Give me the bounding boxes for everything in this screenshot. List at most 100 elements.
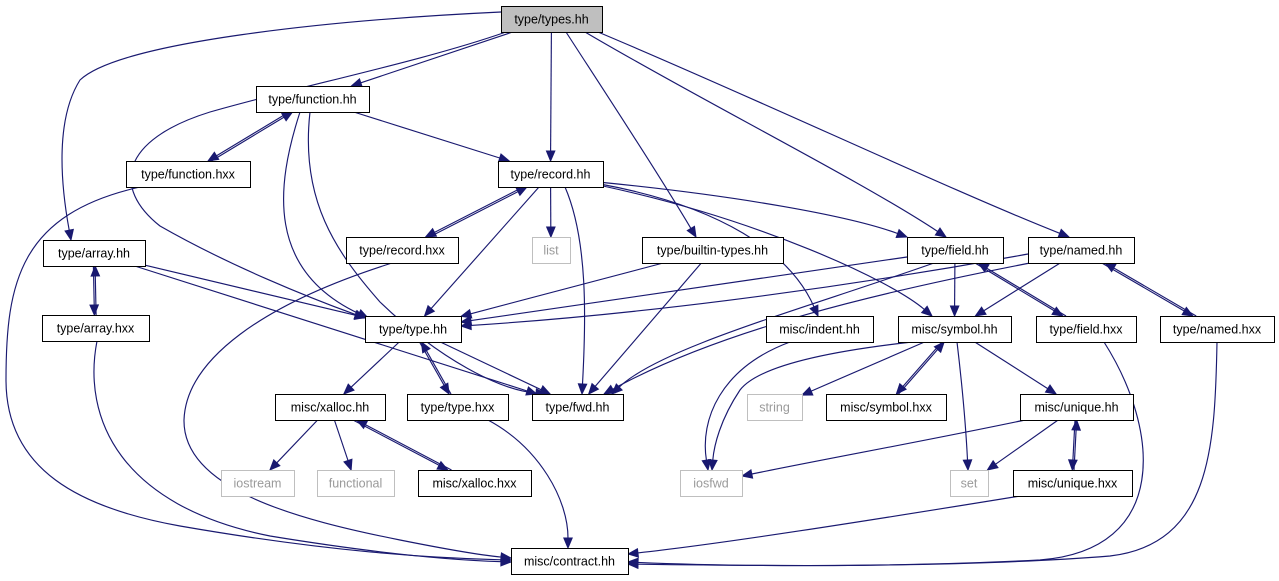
edge-type_hh-to-xalloc_hh xyxy=(342,341,400,395)
node-box xyxy=(365,316,462,343)
edge-unique_hh-to-iosfwd xyxy=(740,419,1026,479)
edge-arrowhead xyxy=(89,304,100,317)
node-label: string xyxy=(759,401,790,415)
edge-line xyxy=(276,419,319,464)
edge-line xyxy=(470,256,908,322)
edge-line xyxy=(130,31,507,316)
edge-line xyxy=(134,265,528,392)
edge-builtin_hh-to-type_hh xyxy=(459,262,664,319)
node-indent-hh[interactable]: misc/indent.hh xyxy=(766,316,874,343)
node-label: misc/symbol.hh xyxy=(911,323,997,337)
node-box xyxy=(826,394,947,421)
node-type-hh[interactable]: type/type.hh xyxy=(365,316,462,343)
edge-line xyxy=(352,419,440,466)
edge-arrowhead xyxy=(500,556,513,567)
node-fwd-hh[interactable]: type/fwd.hh xyxy=(532,394,624,421)
node-named-hh[interactable]: type/named.hh xyxy=(1028,237,1135,264)
edge-line xyxy=(283,111,360,315)
node-label: type/function.hh xyxy=(268,93,356,107)
edge-arrowhead xyxy=(420,340,431,354)
edge-line xyxy=(902,341,943,387)
edge-unique_hxx-to-unique_hh xyxy=(1071,418,1082,471)
edge-arrowhead xyxy=(563,537,573,550)
node-label: type/record.hxx xyxy=(359,244,445,258)
node-unique-hh[interactable]: misc/unique.hh xyxy=(1020,394,1134,421)
edge-line xyxy=(594,262,702,387)
edge-arrowhead xyxy=(342,383,355,395)
node-array-hh[interactable]: type/array.hh xyxy=(43,240,146,267)
edge-arrowhead xyxy=(1071,418,1082,431)
edge-named_hh-to-fwd_hh xyxy=(602,262,1031,395)
edge-arrowhead xyxy=(343,458,353,472)
edge-line xyxy=(974,262,1055,312)
edge-xalloc_hxx-to-xalloc_hh xyxy=(355,419,452,471)
node-types-hh[interactable]: type/types.hh xyxy=(501,6,603,33)
node-box xyxy=(42,315,150,342)
edge-arrowhead xyxy=(545,150,556,163)
edge-field_hh-to-type_hh xyxy=(459,256,908,326)
edge-line xyxy=(983,262,1061,312)
node-list: list xyxy=(532,237,571,264)
edge-arrowhead xyxy=(740,469,754,479)
edge-line xyxy=(704,341,791,461)
node-box xyxy=(43,240,146,267)
edge-line xyxy=(810,341,925,392)
edge-arrowhead xyxy=(962,459,973,472)
edge-arrowhead xyxy=(1044,384,1058,395)
edge-arrowhead xyxy=(934,227,948,238)
edge-symbol_hh-to-set xyxy=(956,341,973,472)
node-label: list xyxy=(543,244,559,258)
node-label: misc/symbol.hxx xyxy=(840,401,932,415)
node-record-hxx[interactable]: type/record.hxx xyxy=(346,237,459,264)
edge-arrowhead xyxy=(1067,459,1078,472)
edge-types_hh-to-builtin_hh xyxy=(565,31,697,239)
edge-arrowhead xyxy=(626,559,639,570)
edge-line xyxy=(470,262,664,315)
node-xalloc-hxx[interactable]: misc/xalloc.hxx xyxy=(418,470,532,497)
edge-named_hxx-to-contract_hh xyxy=(626,341,1218,570)
node-box xyxy=(346,237,459,264)
node-iosfwd: iosfwd xyxy=(680,470,743,497)
node-array-hxx[interactable]: type/array.hxx xyxy=(42,315,150,342)
node-box xyxy=(221,470,295,497)
node-box xyxy=(680,470,743,497)
node-builtin-hh[interactable]: type/builtin-types.hh xyxy=(642,237,784,264)
edge-line xyxy=(550,31,552,152)
node-symbol-hh[interactable]: misc/symbol.hh xyxy=(898,316,1012,343)
node-named-hxx[interactable]: type/named.hxx xyxy=(1160,316,1275,343)
edge-line xyxy=(333,419,349,461)
node-field-hh[interactable]: type/field.hh xyxy=(907,237,1004,264)
node-label: type/array.hxx xyxy=(57,322,135,336)
node-box xyxy=(1020,394,1134,421)
node-box xyxy=(1160,316,1275,343)
node-box xyxy=(532,237,571,264)
node-function-hxx[interactable]: type/function.hxx xyxy=(126,161,251,188)
node-label: misc/unique.hh xyxy=(1034,401,1118,415)
node-xalloc-hh[interactable]: misc/xalloc.hh xyxy=(275,394,386,421)
edge-arrowhead xyxy=(920,305,933,317)
node-label: type/types.hh xyxy=(514,13,588,27)
node-box xyxy=(1013,470,1133,497)
node-type-hxx[interactable]: type/type.hxx xyxy=(407,394,509,421)
node-unique-hxx[interactable]: misc/unique.hxx xyxy=(1013,470,1133,497)
edge-type_hh-to-fwd_hh xyxy=(440,341,552,395)
edge-arrowhead xyxy=(353,310,367,320)
node-symbol-hxx[interactable]: misc/symbol.hxx xyxy=(826,394,947,421)
node-contract-hh[interactable]: misc/contract.hh xyxy=(511,548,629,575)
node-label: type/named.hh xyxy=(1040,244,1123,258)
node-label: type/array.hh xyxy=(58,247,130,261)
node-functional: functional xyxy=(317,470,395,497)
node-function-hh[interactable]: type/function.hh xyxy=(256,86,370,113)
edge-line xyxy=(602,185,925,310)
edge-arrowhead xyxy=(64,228,74,242)
edge-line xyxy=(353,111,500,159)
edge-record_hh-to-field_hh xyxy=(597,181,909,239)
edge-array_hxx-to-contract_hh xyxy=(93,340,513,567)
node-label: misc/contract.hh xyxy=(524,555,615,569)
node-field-hxx[interactable]: type/field.hxx xyxy=(1036,316,1137,343)
edge-line xyxy=(974,341,1049,390)
edge-line xyxy=(956,341,969,461)
node-record-hh[interactable]: type/record.hh xyxy=(498,161,604,188)
node-box xyxy=(256,86,370,113)
edge-named_hh-to-named_hxx xyxy=(1101,262,1195,317)
